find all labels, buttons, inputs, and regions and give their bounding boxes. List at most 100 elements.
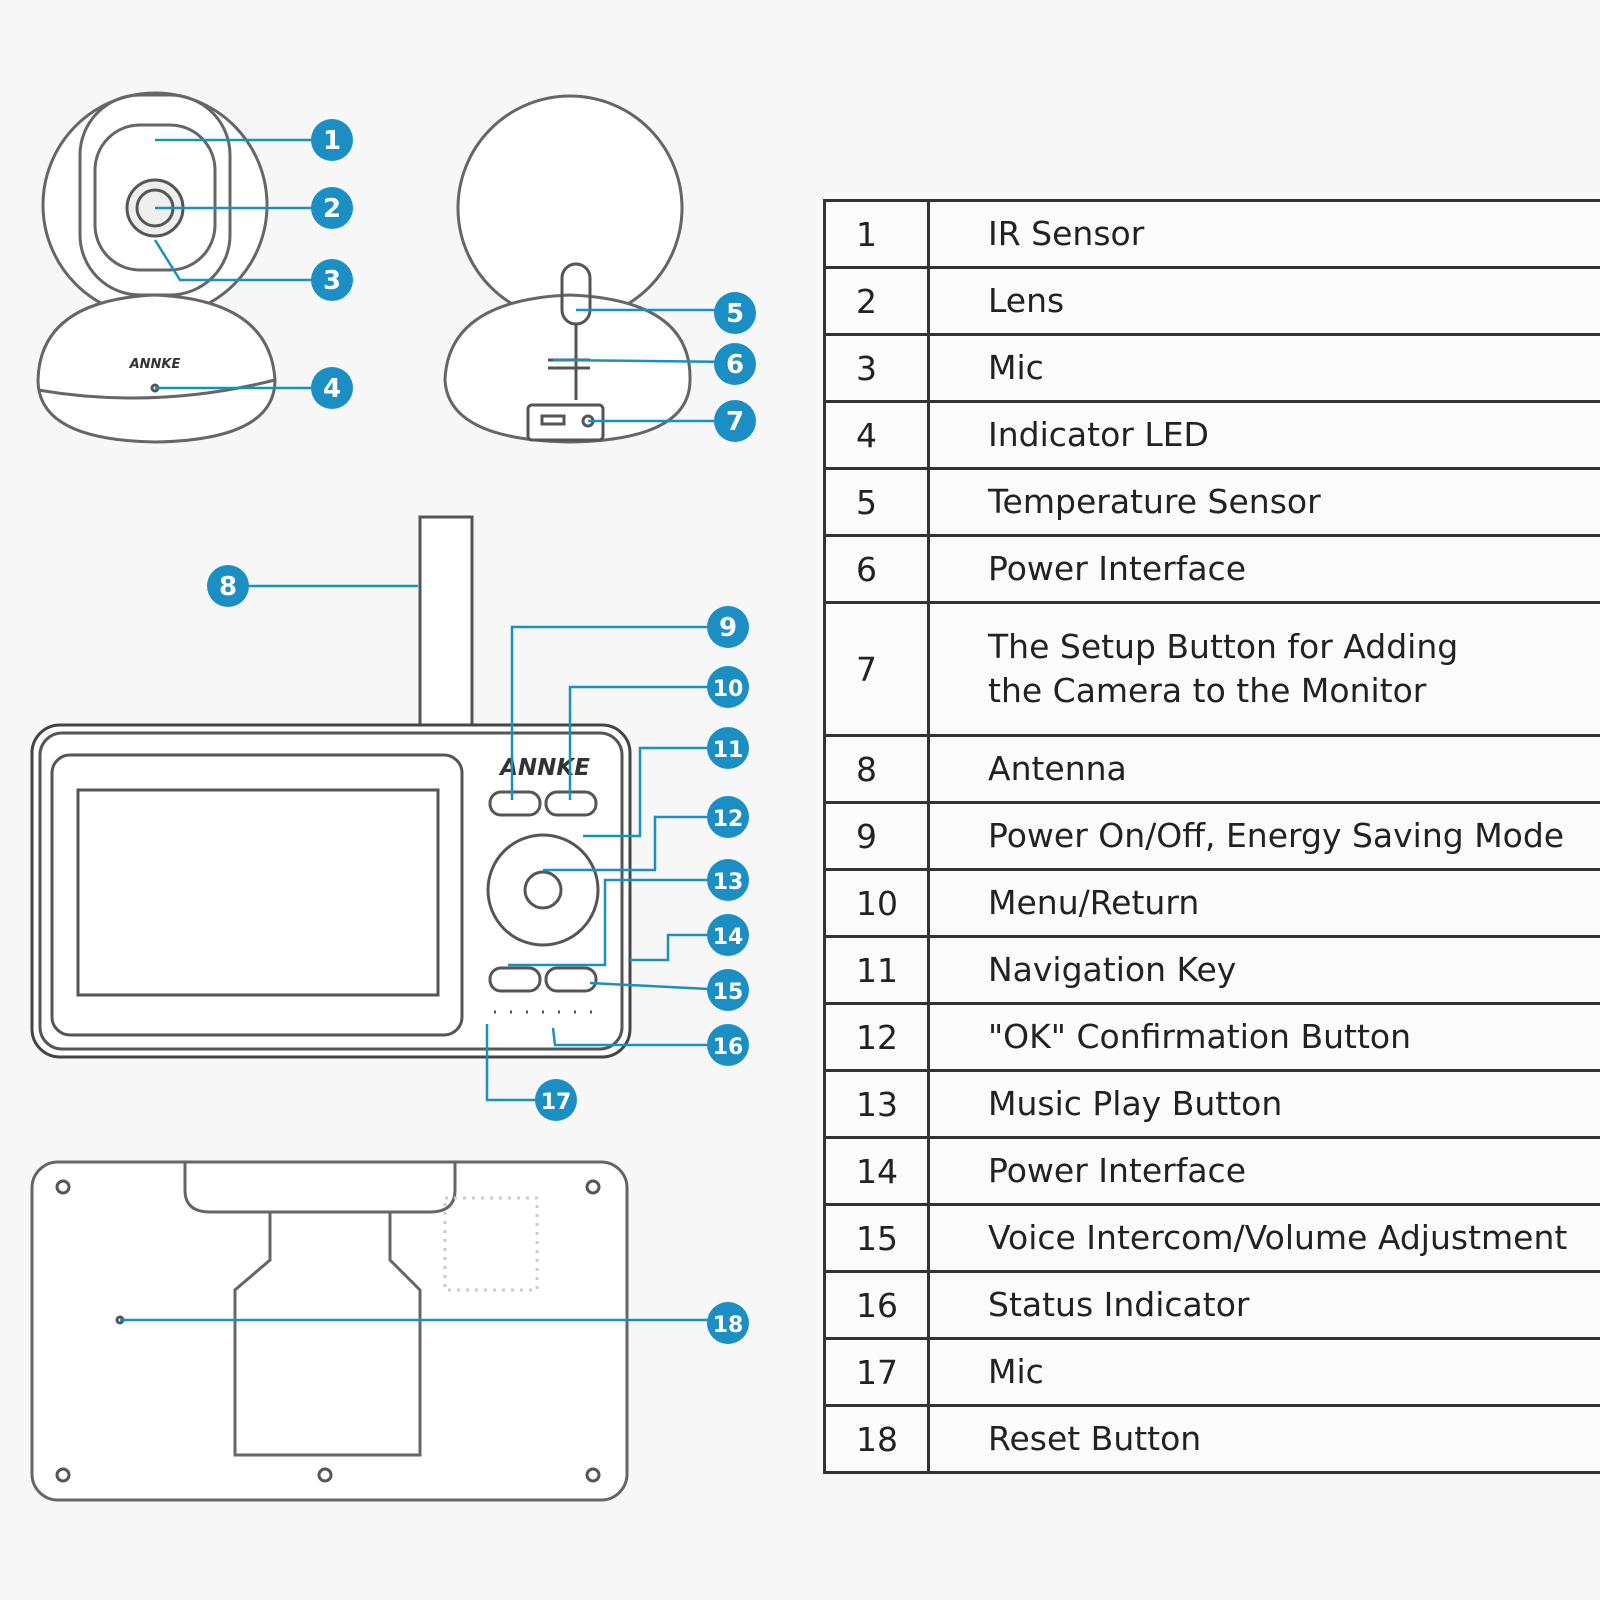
part-number: 8 [823,734,930,804]
table-row: 16 Status Indicator [823,1270,1600,1340]
part-label-text: Lens [988,281,1065,320]
callout-number: 5 [726,299,744,329]
part-label-text: Temperature Sensor [988,482,1321,521]
callout-number: 18 [713,1313,744,1338]
part-label: Indicator LED [928,400,1600,470]
callout-marker [707,1024,749,1066]
part-label-text: Antenna [988,749,1127,788]
part-number: 4 [823,400,930,470]
callout-marker [311,367,353,409]
table-row: 1 IR Sensor [823,199,1600,269]
svg-text:ANNKE: ANNKE [129,357,181,372]
callout-number: 14 [713,925,744,950]
callout-marker [707,969,749,1011]
part-label-text: Voice Intercom/Volume Adjustment [988,1218,1568,1257]
callout-number: 13 [713,870,744,895]
part-number: 10 [823,868,930,938]
callout-number: 12 [713,807,744,832]
part-number: 13 [823,1069,930,1139]
callout-number: 11 [713,738,744,763]
part-label-text: Status Indicator [988,1285,1250,1324]
part-number: 9 [823,801,930,871]
callout-number: 9 [719,613,737,643]
part-label: Mic [928,333,1600,403]
callout-marker [311,119,353,161]
callout-number: 4 [323,374,341,404]
part-label: Power Interface [928,1136,1600,1206]
part-number: 17 [823,1337,930,1407]
monitor-back [30,1160,629,1502]
part-label: Power On/Off, Energy Saving Mode [928,801,1600,871]
part-label: Menu/Return [928,868,1600,938]
part-number: 2 [823,266,930,336]
table-row: 5 Temperature Sensor [823,467,1600,537]
part-number: 16 [823,1270,930,1340]
part-number: 15 [823,1203,930,1273]
part-number: 12 [823,1002,930,1072]
svg-text:ANNKE: ANNKE [498,755,590,781]
part-number: 6 [823,534,930,604]
part-label-text: Reset Button [988,1419,1202,1458]
callout-marker [707,727,749,769]
part-label-text: The Setup Button for Adding [988,627,1459,666]
part-label: Status Indicator [928,1270,1600,1340]
callout-marker [311,187,353,229]
part-label: Music Play Button [928,1069,1600,1139]
callout-marker [535,1079,577,1121]
part-label: Navigation Key [928,935,1600,1005]
callout-marker [714,400,756,442]
part-label-text: Power On/Off, Energy Saving Mode [988,816,1565,855]
part-number: 14 [823,1136,930,1206]
table-row: 14 Power Interface [823,1136,1600,1206]
part-label: Voice Intercom/Volume Adjustment [928,1203,1600,1273]
part-number: 3 [823,333,930,403]
part-label-text: IR Sensor [988,214,1145,253]
product-diagram: ANNKE ANNKE [30,91,756,1502]
table-row: 17 Mic [823,1337,1600,1407]
callout-marker [707,606,749,648]
callout-number: 3 [323,266,341,296]
part-number: 18 [823,1404,930,1474]
part-label: Antenna [928,734,1600,804]
part-label: Lens [928,266,1600,336]
table-row: 18 Reset Button [823,1404,1600,1474]
table-row: 8 Antenna [823,734,1600,804]
callout-marker [707,859,749,901]
table-row: 2 Lens [823,266,1600,336]
callout-marker [707,796,749,838]
table-row: 9 Power On/Off, Energy Saving Mode [823,801,1600,871]
callout-number: 6 [726,350,744,380]
part-label-text: Navigation Key [988,950,1237,989]
part-label: Mic [928,1337,1600,1407]
part-number: 5 [823,467,930,537]
callout-number: 8 [219,572,237,602]
part-label-text: Power Interface [988,1151,1247,1190]
camera-front: ANNKE [36,91,277,444]
part-number: 1 [823,199,930,269]
table-row: 12"OK" Confirmation Button [823,1002,1600,1072]
part-label: "OK" Confirmation Button [928,1002,1600,1072]
part-number: 7 [823,601,930,737]
part-label: Reset Button [928,1404,1600,1474]
camera-back [443,94,692,444]
table-row: 15 Voice Intercom/Volume Adjustment [823,1203,1600,1273]
table-row: 3 Mic [823,333,1600,403]
monitor-front: ANNKE [30,515,632,1059]
callout-number: 1 [323,126,341,156]
part-label-text: Mic [988,1352,1044,1391]
callout-number: 2 [323,194,341,224]
part-label-text: Mic [988,348,1044,387]
callout-marker [714,292,756,334]
callout-marker [714,343,756,385]
leader-lines [120,138,736,1322]
part-label-text: Music Play Button [988,1084,1283,1123]
part-label: IR Sensor [928,199,1600,269]
callout-marker [707,914,749,956]
